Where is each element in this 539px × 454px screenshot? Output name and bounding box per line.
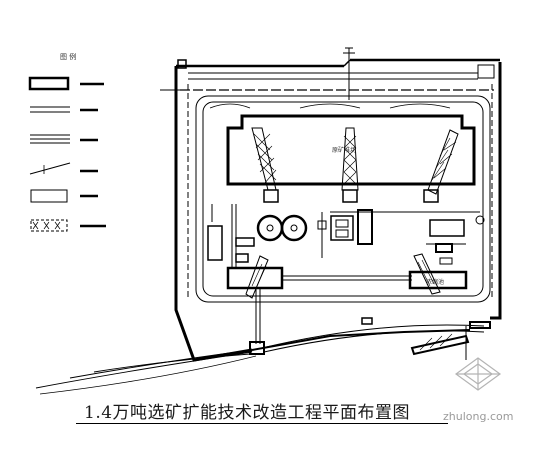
lower-left-building: [226, 255, 284, 299]
legend-slanted-line: [29, 162, 98, 175]
central-station: [317, 209, 480, 258]
main-building: [209, 103, 476, 186]
conveyor-lines: [211, 204, 412, 281]
title-underline: [76, 423, 448, 424]
boom-stacker-left: [251, 127, 279, 203]
main-building-label: 原矿堆场: [332, 147, 357, 154]
legend-thick-rect: [28, 76, 70, 91]
legend-heading: 图 例: [60, 53, 77, 61]
thickener-tanks: [256, 214, 308, 242]
right-column-equipment: [426, 215, 485, 265]
legend: [28, 76, 106, 232]
boom-stacker-right: [423, 129, 459, 203]
right-building-label: 浓缩池: [426, 279, 445, 286]
gate-structure: [410, 326, 470, 360]
lower-drainage: [249, 288, 491, 355]
legend-thin-rect: [30, 189, 98, 203]
legend-hatched-rect: [30, 219, 106, 232]
left-column-equipment: [207, 204, 255, 268]
watermark-text: zhulong.com: [443, 410, 514, 423]
legend-double-line: [30, 106, 98, 113]
boom-stacker-center: [341, 127, 359, 203]
access-roads: [35, 349, 257, 395]
drawing-title: 1.4万吨选矿扩能技术改造工程平面布置图: [84, 403, 411, 423]
lower-right-building: [408, 253, 468, 295]
zhulong-logo: [454, 357, 502, 391]
inner-road: [187, 84, 493, 303]
legend-triple-line: [30, 134, 98, 144]
site-boundary: [174, 58, 502, 362]
top-pipes: [160, 47, 495, 100]
